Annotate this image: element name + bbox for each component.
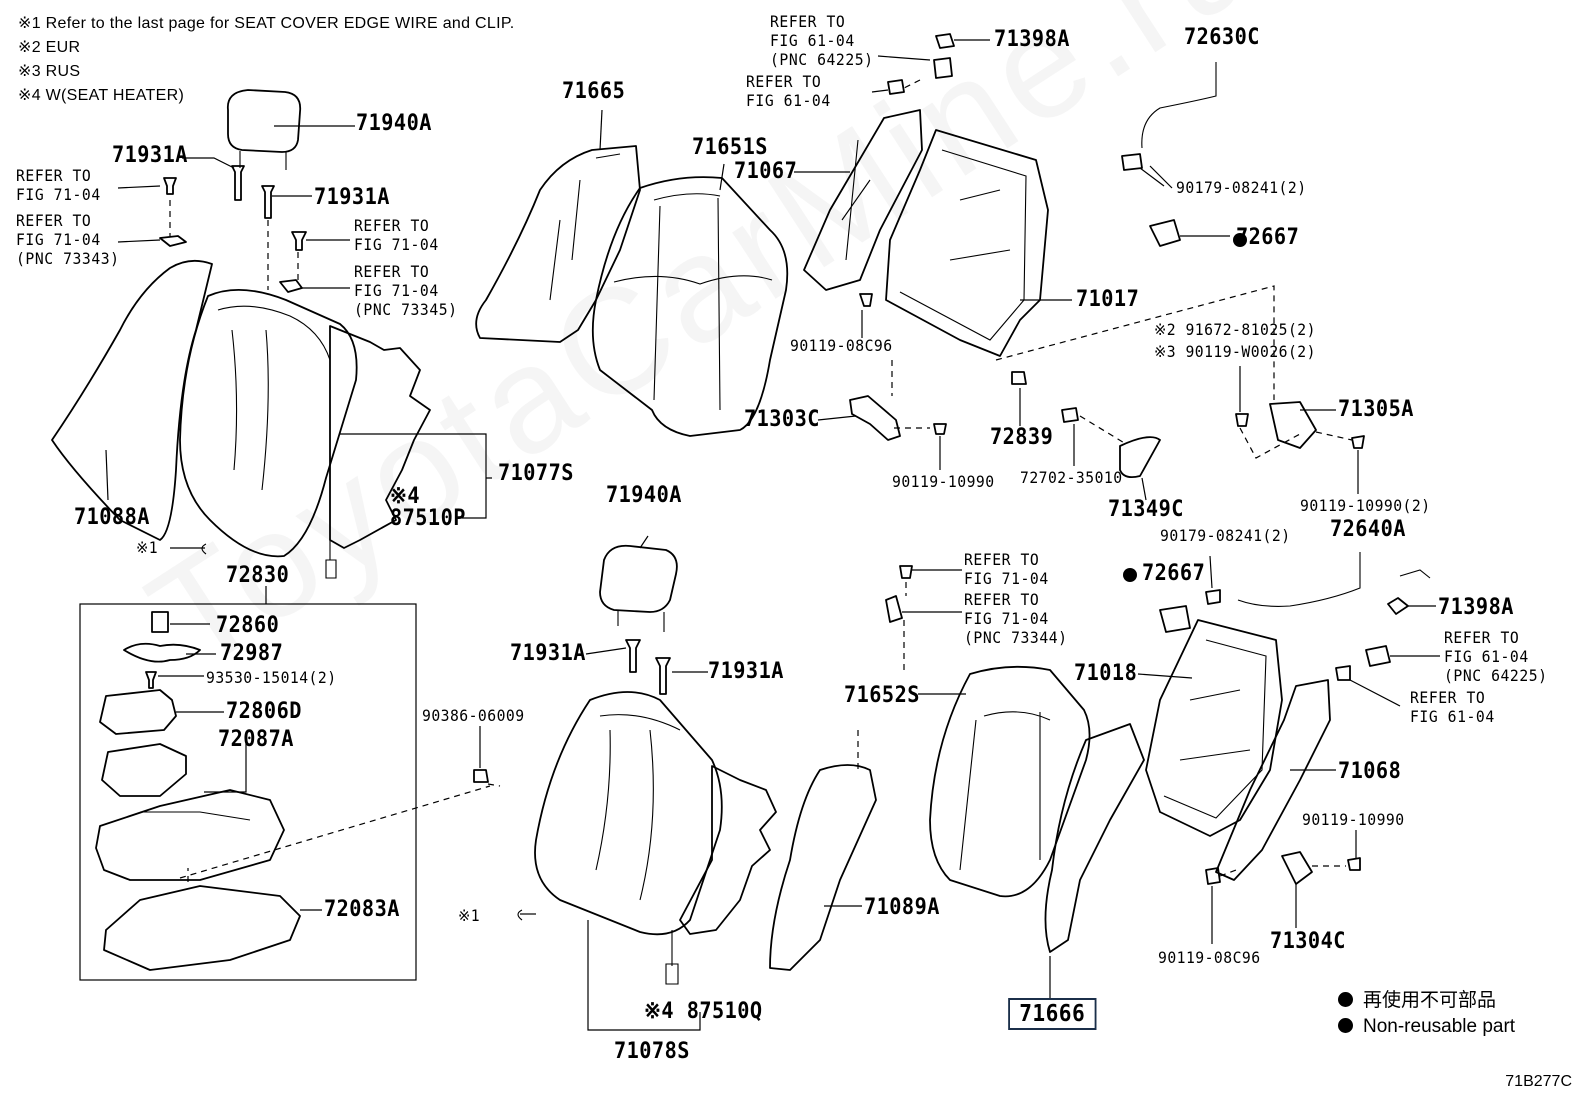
non-reusable-marker-72667-top: [1233, 233, 1247, 247]
part-label-72987[interactable]: 72987: [220, 641, 284, 666]
side-71666-shape: [1044, 723, 1145, 953]
part-label-90179-08241-top[interactable]: 90179-08241(2): [1176, 178, 1307, 197]
part-label-71665[interactable]: 71665: [562, 79, 626, 104]
ref-fig-71-04-a[interactable]: REFER TO FIG 71-04: [16, 166, 101, 204]
part-label-71940a-mid[interactable]: 71940A: [606, 483, 682, 508]
part-label-71089a[interactable]: 71089A: [864, 895, 940, 920]
footnote-2: ※2 EUR: [18, 39, 81, 56]
part-label-71931a-2[interactable]: 71931A: [314, 185, 390, 210]
part-label-71398a-top[interactable]: 71398A: [994, 27, 1070, 52]
ref-fig-61-04-b[interactable]: REFER TO FIG 61-04: [746, 72, 831, 110]
ref-fig-71-04-b[interactable]: REFER TO FIG 71-04 (PNC 73343): [16, 211, 120, 268]
part-label-72087a[interactable]: 72087A: [218, 727, 294, 752]
part-label-90386-06009[interactable]: 90386-06009: [422, 706, 525, 725]
ref-fig-71-04-d[interactable]: REFER TO FIG 71-04 (PNC 73345): [354, 262, 458, 319]
headrest-71940a-shape: [226, 89, 302, 153]
back-board-71088a-shape: [51, 259, 213, 541]
part-label-71931a-1[interactable]: 71931A: [112, 143, 188, 168]
part-label-71067[interactable]: 71067: [734, 159, 798, 184]
part-label-71349c[interactable]: 71349C: [1108, 497, 1184, 522]
part-label-90119-w0026[interactable]: ※3 90119-W0026(2): [1154, 342, 1316, 361]
frame-71067-shape: [803, 109, 923, 291]
diagram-code: 71B277C: [1505, 1073, 1572, 1090]
part-label-72702-35010[interactable]: 72702-35010: [1020, 468, 1123, 487]
part-label-93530-15014[interactable]: 93530-15014(2): [206, 668, 337, 687]
part-label-71304c[interactable]: 71304C: [1270, 929, 1346, 954]
non-reusable-marker-72667-mid: [1123, 568, 1137, 582]
back-cushion-71078s-shape: [534, 691, 723, 936]
part-label-71931a-4[interactable]: 71931A: [708, 659, 784, 684]
part-label-71303c[interactable]: 71303C: [744, 407, 820, 432]
legend: 再使用不可部品 Non-reusable part: [1338, 988, 1515, 1040]
part-label-87510p[interactable]: ※4 87510P: [390, 484, 466, 531]
part-label-71077s[interactable]: 71077S: [498, 461, 574, 486]
part-label-72860[interactable]: 72860: [216, 613, 280, 638]
side-71089a-shape: [769, 764, 877, 971]
part-label-91672-81025[interactable]: ※2 91672-81025(2): [1154, 320, 1316, 339]
legend-dot-icon: [1338, 992, 1353, 1007]
part-label-72667-mid[interactable]: 72667: [1142, 561, 1206, 586]
legend-row-jp: 再使用不可部品: [1338, 988, 1515, 1014]
note-ref-1-left: ※1: [136, 538, 159, 557]
side-cover-71665-shape: [475, 145, 641, 343]
part-label-71931a-3[interactable]: 71931A: [510, 641, 586, 666]
part-label-71652s[interactable]: 71652S: [844, 683, 920, 708]
part-label-72806d[interactable]: 72806D: [226, 699, 302, 724]
part-label-71651s[interactable]: 71651S: [692, 135, 768, 160]
ref-fig-71-04-e[interactable]: REFER TO FIG 71-04: [964, 550, 1049, 588]
part-label-71305a[interactable]: 71305A: [1338, 397, 1414, 422]
footnote-1: ※1 Refer to the last page for SEAT COVER…: [18, 15, 515, 32]
legend-text-en: Non-reusable part: [1363, 1016, 1516, 1037]
legend-dot-icon: [1338, 1018, 1353, 1033]
part-label-90179-08241-mid[interactable]: 90179-08241(2): [1160, 526, 1291, 545]
frame-71018-shape: [1145, 619, 1283, 837]
headrest-71940a-mid-shape: [599, 544, 678, 613]
frame-71017-shape: [885, 129, 1049, 357]
cover-71652s-shape: [929, 665, 1091, 898]
part-label-71078s[interactable]: 71078S: [614, 1039, 690, 1064]
part-label-71398a-mid[interactable]: 71398A: [1438, 595, 1514, 620]
part-label-72830[interactable]: 72830: [226, 563, 290, 588]
ref-fig-71-04-f[interactable]: REFER TO FIG 71-04 (PNC 73344): [964, 590, 1068, 647]
ref-fig-71-04-c[interactable]: REFER TO FIG 71-04: [354, 216, 439, 254]
part-label-71068[interactable]: 71068: [1338, 759, 1402, 784]
ref-fig-61-04-c[interactable]: REFER TO FIG 61-04 (PNC 64225): [1444, 628, 1548, 685]
legend-row-en: Non-reusable part: [1338, 1014, 1515, 1040]
frame-71068-shape: [1215, 679, 1331, 881]
part-label-71940a-top[interactable]: 71940A: [356, 111, 432, 136]
part-label-90119-08c96-top[interactable]: 90119-08C96: [790, 336, 893, 355]
footnote-3: ※3 RUS: [18, 63, 81, 80]
part-label-71666-highlighted[interactable]: 71666: [1008, 998, 1097, 1030]
part-label-90119-08c96-bot[interactable]: 90119-08C96: [1158, 948, 1261, 967]
part-label-72839[interactable]: 72839: [990, 425, 1054, 450]
part-label-72667-top[interactable]: 72667: [1236, 225, 1300, 250]
note-ref-1-mid: ※1: [458, 906, 481, 925]
part-label-87510q[interactable]: ※4 87510Q: [644, 999, 763, 1024]
part-label-72630c[interactable]: 72630C: [1184, 25, 1260, 50]
part-label-90119-10990-a[interactable]: 90119-10990: [892, 472, 995, 491]
part-label-71018[interactable]: 71018: [1074, 661, 1138, 686]
ref-fig-61-04-d[interactable]: REFER TO FIG 61-04: [1410, 688, 1495, 726]
ref-fig-61-04-a[interactable]: REFER TO FIG 61-04 (PNC 64225): [770, 12, 874, 69]
part-label-71088a[interactable]: 71088A: [74, 505, 150, 530]
part-label-72640a[interactable]: 72640A: [1330, 517, 1406, 542]
part-label-90119-10990-2[interactable]: 90119-10990(2): [1300, 496, 1431, 515]
footnote-4: ※4 W(SEAT HEATER): [18, 87, 185, 104]
part-label-72083a[interactable]: 72083A: [324, 897, 400, 922]
back-cushion-71077s-shape: [179, 289, 358, 558]
footnotes: ※1 Refer to the last page for SEAT COVER…: [18, 12, 515, 108]
part-label-71017[interactable]: 71017: [1076, 287, 1140, 312]
back-cover-71651s-shape: [591, 176, 789, 437]
part-label-90119-10990-b[interactable]: 90119-10990: [1302, 810, 1405, 829]
legend-text-jp: 再使用不可部品: [1363, 990, 1497, 1011]
